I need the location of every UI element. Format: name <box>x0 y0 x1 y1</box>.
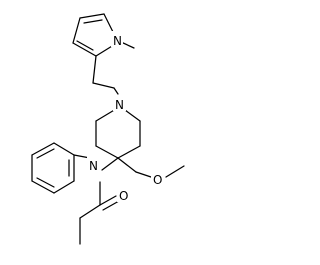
carbonyl-o-background <box>117 186 131 202</box>
ether-o-background <box>151 170 165 186</box>
bond-pyrrole-c5-n <box>103 13 115 35</box>
bond-o-ch3 <box>165 165 185 178</box>
bond-linker-1 <box>92 55 97 84</box>
amide-n-label: N <box>89 159 98 173</box>
bond-phenyl-4 <box>31 180 55 194</box>
piperidine-n-background <box>113 95 126 111</box>
chemical-structure-diagram: N N N O O <box>31 13 185 245</box>
bond-c4-ch2 <box>117 157 137 173</box>
bond-c4-amide-n <box>101 157 119 171</box>
bond-pyrrole-c4-c5-inner <box>83 19 103 24</box>
bond-phenyl-2 <box>31 142 55 156</box>
bond-linker-to-piperidine-n <box>113 87 119 95</box>
bond-piperidine-n-c2 <box>95 108 117 122</box>
ether-o-label: O <box>153 173 162 187</box>
bond-pyrrole-c2-c3-inner <box>76 40 94 51</box>
piperidine-n-label: N <box>115 98 124 112</box>
carbonyl-o-label: O <box>119 189 128 203</box>
bond-linker-2 <box>92 82 115 89</box>
bond-phenyl-inner-a <box>36 148 55 159</box>
amide-n-background <box>87 156 100 172</box>
bond-ch2-o <box>135 171 152 178</box>
bond-piperidine-c4-c5 <box>117 145 141 159</box>
bond-carbonyl-o-double <box>102 200 120 211</box>
bond-piperidine-c6-n <box>124 109 141 122</box>
bonds <box>31 13 185 245</box>
bond-carbonyl-o <box>99 195 117 206</box>
bond-phenyl-1 <box>53 142 75 156</box>
pyrrole-n-background <box>111 31 123 47</box>
bond-n-methyl <box>120 41 135 49</box>
bond-carbonyl-ch2 <box>79 204 101 219</box>
bond-piperidine-c3-c4 <box>95 145 119 159</box>
bond-phenyl-inner-b <box>36 177 55 188</box>
atom-labels: N N N O O <box>87 31 165 203</box>
bond-phenyl-5 <box>53 180 75 194</box>
bond-pyrrole-c4-c5 <box>79 13 105 19</box>
bond-pyrrole-c2-c3 <box>72 42 97 57</box>
bond-pyrrole-c3-c4 <box>72 17 81 44</box>
pyrrole-n-label: N <box>113 34 122 48</box>
